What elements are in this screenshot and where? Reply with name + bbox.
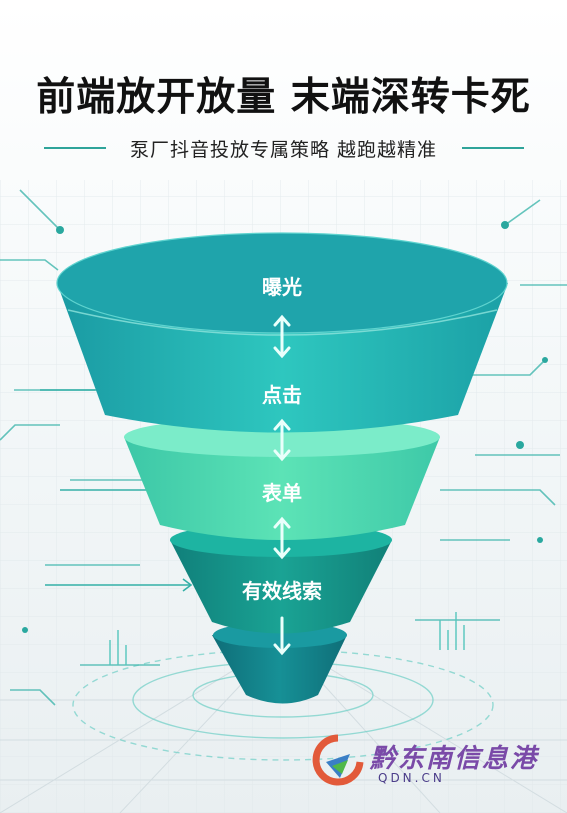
double-arrow-icon — [273, 314, 291, 359]
funnel-stage-1 — [56, 232, 508, 433]
stage-label-click: 点击 — [262, 383, 302, 407]
watermark-logo-icon — [312, 734, 364, 786]
stage-label-exposure: 曝光 — [262, 275, 302, 299]
double-arrow-icon — [273, 418, 291, 462]
watermark-name: 黔东南信息港 — [370, 744, 539, 774]
subtitle-row: 泵厂抖音投放专属策略 越跑越精准 — [0, 135, 567, 161]
subtitle: 泵厂抖音投放专属策略 越跑越精准 — [129, 139, 438, 161]
page-title: 前端放开放量 末端深转卡死 — [36, 75, 531, 120]
stage-label-valid-leads: 有效线索 — [242, 579, 322, 603]
subtitle-right-line — [462, 147, 524, 149]
funnel-stage-4 — [212, 622, 347, 704]
down-arrow-icon — [273, 616, 291, 656]
watermark-url: QDN.CN — [378, 771, 445, 785]
subtitle-left-line — [44, 147, 106, 149]
stage-label-form: 表单 — [262, 481, 302, 505]
double-arrow-icon — [273, 516, 291, 560]
